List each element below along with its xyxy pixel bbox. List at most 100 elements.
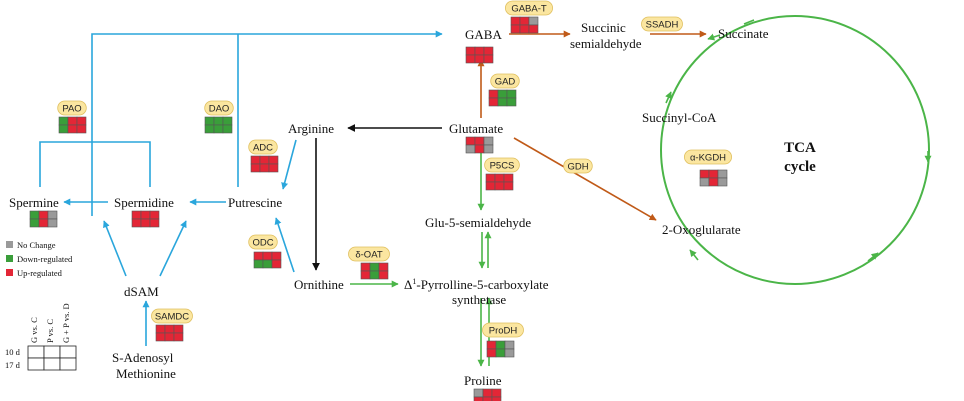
grid-cell-odc-2 — [271, 251, 282, 261]
metabolite-proline: Proline — [464, 373, 502, 388]
grid-cell-p5cs-1 — [494, 173, 505, 183]
grid-cell-samdc-0 — [155, 324, 166, 334]
legend-label-no-change: No Change — [17, 240, 56, 250]
grid-cell-doat-1 — [369, 262, 380, 272]
grid-cell-gaba-0 — [465, 46, 476, 56]
grid-akgdh — [699, 169, 728, 187]
grid-cell-proline-3 — [473, 396, 484, 401]
metabolite-succinyl-coa: Succinyl-CoA — [642, 110, 717, 125]
grid-cell-adc-4 — [259, 163, 270, 173]
metabolite-succinate: Succinate — [718, 26, 769, 41]
grid-cell-pao-3 — [58, 124, 69, 134]
grid-cell-prodh-3 — [486, 348, 497, 358]
grid-cell-proline-1 — [482, 388, 493, 398]
arrow-ornithine-to-putrescine — [274, 217, 295, 273]
grid-cell-dao-2 — [222, 116, 233, 126]
grid-cell-gad-3 — [488, 97, 499, 107]
grid-cell-doat-4 — [369, 270, 380, 280]
grid-cell-akgdh-0 — [699, 169, 710, 179]
grid-cell-doat-5 — [378, 270, 389, 280]
grid-cell-adc-1 — [259, 155, 270, 165]
tca-arrow-head-1 — [707, 33, 721, 41]
grid-cell-doat-0 — [360, 262, 371, 272]
grid-cell-gad-4 — [497, 97, 508, 107]
grid-cell-pao-5 — [76, 124, 87, 134]
key-col-2: P vs. C — [45, 319, 55, 343]
enzyme-pill-ssadh — [641, 16, 683, 32]
grid-cell-doat-2 — [378, 262, 389, 272]
metabolite-sam-1: S-Adenosyl — [112, 350, 174, 365]
grid-cell-glutamate-5 — [483, 144, 494, 154]
enzyme-label-ssadh: SSADH — [646, 20, 679, 31]
grid-cell-gabat-2 — [528, 16, 539, 26]
grid-gaba — [465, 46, 494, 64]
grid-cell-gad-2 — [506, 89, 517, 99]
metabolite-putrescine: Putrescine — [228, 195, 282, 210]
arrow-dsam-to-spermine — [103, 220, 127, 277]
metabolite-succinic-semialdehyde-1: Succinic — [581, 20, 626, 35]
enzyme-pill-gad — [490, 73, 520, 89]
grid-cell-glutamate-2 — [483, 136, 494, 146]
grid-cell-gabat-3 — [510, 24, 521, 34]
tca-arrow-head-5 — [867, 252, 879, 262]
grid-cell-gaba-2 — [483, 46, 494, 56]
grid-cell-akgdh-1 — [708, 169, 719, 179]
urea-arrows — [312, 124, 442, 271]
key-grid — [27, 345, 77, 371]
p5c-name: -Pyrrolline-5-carboxylate — [416, 277, 548, 292]
proline-arrows — [350, 15, 932, 367]
grid-cell-prodh-0 — [486, 340, 497, 350]
metabolite-arginine: Arginine — [288, 121, 334, 136]
grid-cell-proline-0 — [473, 388, 484, 398]
grid-cell-p5cs-4 — [494, 181, 505, 191]
enzyme-label-gad: GAD — [495, 77, 516, 88]
comparison-key: G vs. C P vs. C G + P vs. D 10 d 17 d — [5, 303, 77, 371]
grid-cell-proline-4 — [482, 396, 493, 401]
grid-cell-p5cs-5 — [503, 181, 514, 191]
grid-cell-gabat-0 — [510, 16, 521, 26]
grid-cell-spermidine-4 — [140, 218, 151, 228]
tca-cycle-ring — [660, 15, 930, 285]
grid-cell-spermine-4 — [38, 218, 49, 228]
grid-cell-adc-3 — [250, 163, 261, 173]
arrow-pao-branch — [39, 141, 151, 187]
grid-cell-odc-4 — [262, 259, 273, 269]
arrow-arginine-to-putrescine — [281, 139, 297, 190]
grid-spermine — [29, 210, 58, 228]
metabolite-ornithine: Ornithine — [294, 277, 344, 292]
grid-cell-spermidine-1 — [140, 210, 151, 220]
grid-odc — [253, 251, 282, 269]
metabolite-p5c: Δ1-Pyrrolline-5-carboxylate — [404, 277, 549, 292]
metabolite-sam-2: Methionine — [116, 366, 176, 381]
enzyme-label-odc: ODC — [252, 238, 273, 249]
metabolite-glutamate: Glutamate — [449, 121, 503, 136]
grid-cell-prodh-2 — [504, 340, 515, 350]
grid-cell-spermine-3 — [29, 218, 40, 228]
enzyme-prodh: ProDH — [482, 322, 524, 338]
enzyme-label-akgdh: α-KGDH — [690, 153, 726, 164]
tca-arrow-head-2 — [743, 19, 755, 25]
grid-cell-prodh-5 — [504, 348, 515, 358]
grid-cell-p5cs-2 — [503, 173, 514, 183]
tca-arrow-head-4 — [689, 249, 699, 261]
grid-cell-glutamate-3 — [465, 144, 476, 154]
enzyme-dao: DAO — [204, 100, 234, 116]
enzyme-pill-samdc — [151, 308, 193, 324]
grid-cell-spermidine-3 — [131, 218, 142, 228]
key-col-3: G + P vs. D — [61, 303, 71, 343]
grid-cell-gabat-4 — [519, 24, 530, 34]
arrow-top-line-to-gaba — [91, 30, 443, 216]
grid-cell-samdc-4 — [164, 332, 175, 342]
grid-cell-spermidine-0 — [131, 210, 142, 220]
enzyme-pill-dao — [204, 100, 234, 116]
key-col-1: G vs. C — [29, 317, 39, 343]
grid-cell-spermine-2 — [47, 210, 58, 220]
enzyme-pill-doat — [348, 246, 390, 262]
metabolite-2-oxoglutarate: 2-Oxoglularate — [662, 222, 741, 237]
grid-cell-adc-0 — [250, 155, 261, 165]
grid-cell-spermine-5 — [47, 218, 58, 228]
enzyme-ssadh: SSADH — [641, 16, 683, 32]
legend-swatch-no-change — [6, 241, 13, 248]
